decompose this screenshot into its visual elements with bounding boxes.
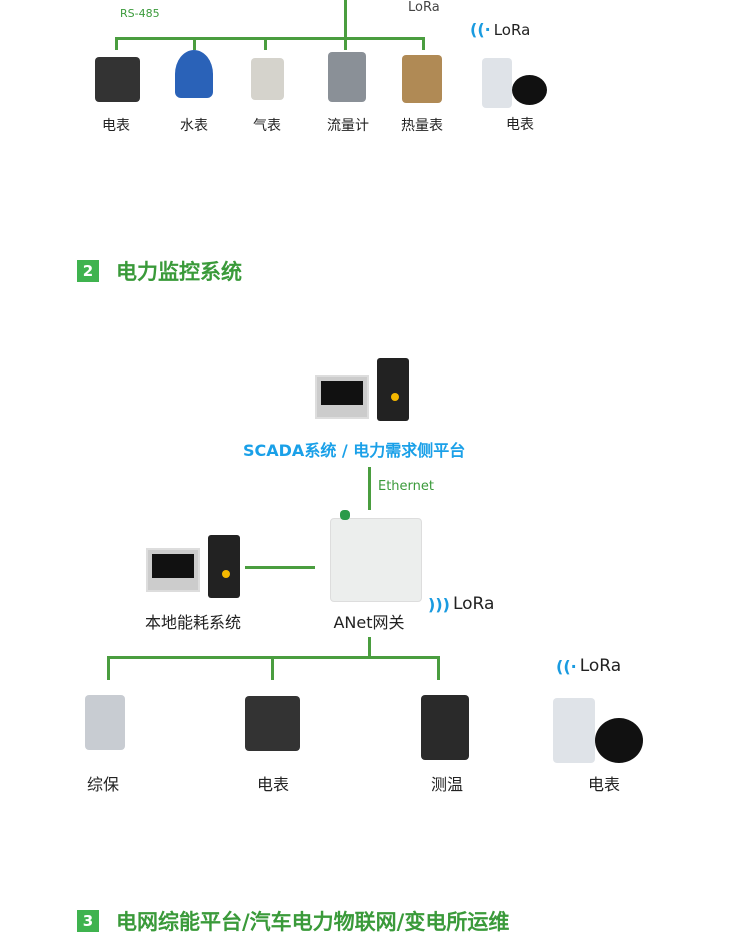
local-monitor-icon (146, 548, 200, 592)
lora-label: LoRa (579, 656, 622, 676)
bus-trunk (344, 0, 347, 40)
lora-label: LoRa (493, 20, 531, 39)
bus-trunk (368, 637, 371, 658)
section-number: 2 (77, 260, 99, 282)
bus-drop (193, 37, 196, 50)
current-sensor-image (512, 75, 547, 105)
bus-drop (107, 656, 110, 680)
local-system-label: 本地能耗系统 (144, 613, 242, 632)
current-sensor-image (595, 718, 643, 763)
lora-badge: )))LoRa (428, 594, 494, 614)
section-title: 电力监控系统 (116, 260, 242, 284)
scada-label: SCADA系统 / 电力需求侧平台 (243, 441, 466, 460)
gateway-port (340, 510, 350, 520)
wifi-signal-icon: ))) (428, 594, 450, 614)
anet-gateway-image (330, 518, 422, 602)
top-lora-label: LoRa (408, 0, 440, 15)
local-link (245, 566, 315, 569)
lora-meter-image (482, 58, 512, 108)
heat-meter-image (402, 55, 442, 103)
scada-monitor-icon (315, 375, 369, 419)
rs485-bus (115, 37, 425, 40)
device-label: 测温 (430, 775, 464, 794)
wifi-signal-icon: ((· (470, 20, 491, 39)
device-label: 气表 (253, 118, 281, 134)
device-label: 电表 (506, 117, 534, 133)
ethernet-label: Ethernet (378, 479, 434, 494)
local-tower-icon (208, 535, 240, 598)
bus-drop (264, 37, 267, 50)
temperature-monitor-image (421, 695, 469, 760)
device-label: 热量表 (401, 118, 443, 134)
device-label: 电表 (256, 775, 290, 794)
electric-meter-image (95, 57, 140, 102)
bus-drop (422, 37, 425, 50)
gas-meter-image (251, 58, 284, 100)
device-label: 综保 (86, 775, 120, 794)
protection-relay-image (85, 695, 125, 750)
flow-meter-image (328, 52, 366, 102)
water-meter-image (175, 50, 213, 98)
section-title: 电网综能平台/汽车电力物联网/变电所运维 (116, 910, 510, 934)
device-label: 电表 (587, 775, 621, 794)
lora-badge: ((·LoRa (556, 656, 621, 676)
bus-drop (271, 656, 274, 680)
bus-drop (115, 37, 118, 50)
electric-meter-image (245, 696, 300, 751)
device-label: 水表 (180, 118, 208, 134)
lora-badge: ((·LoRa (470, 20, 530, 39)
gateway-label: ANet网关 (333, 613, 405, 632)
scada-tower-icon (377, 358, 409, 421)
wifi-signal-icon: ((· (556, 656, 577, 676)
lora-label: LoRa (452, 594, 495, 614)
device-label: 流量计 (327, 118, 369, 134)
bus-drop (437, 656, 440, 680)
ethernet-link (368, 467, 371, 510)
bus-drop (344, 37, 347, 50)
section-number: 3 (77, 910, 99, 932)
rs485-label: RS-485 (120, 7, 160, 20)
lora-meter-image (553, 698, 595, 763)
device-label: 电表 (102, 118, 130, 134)
